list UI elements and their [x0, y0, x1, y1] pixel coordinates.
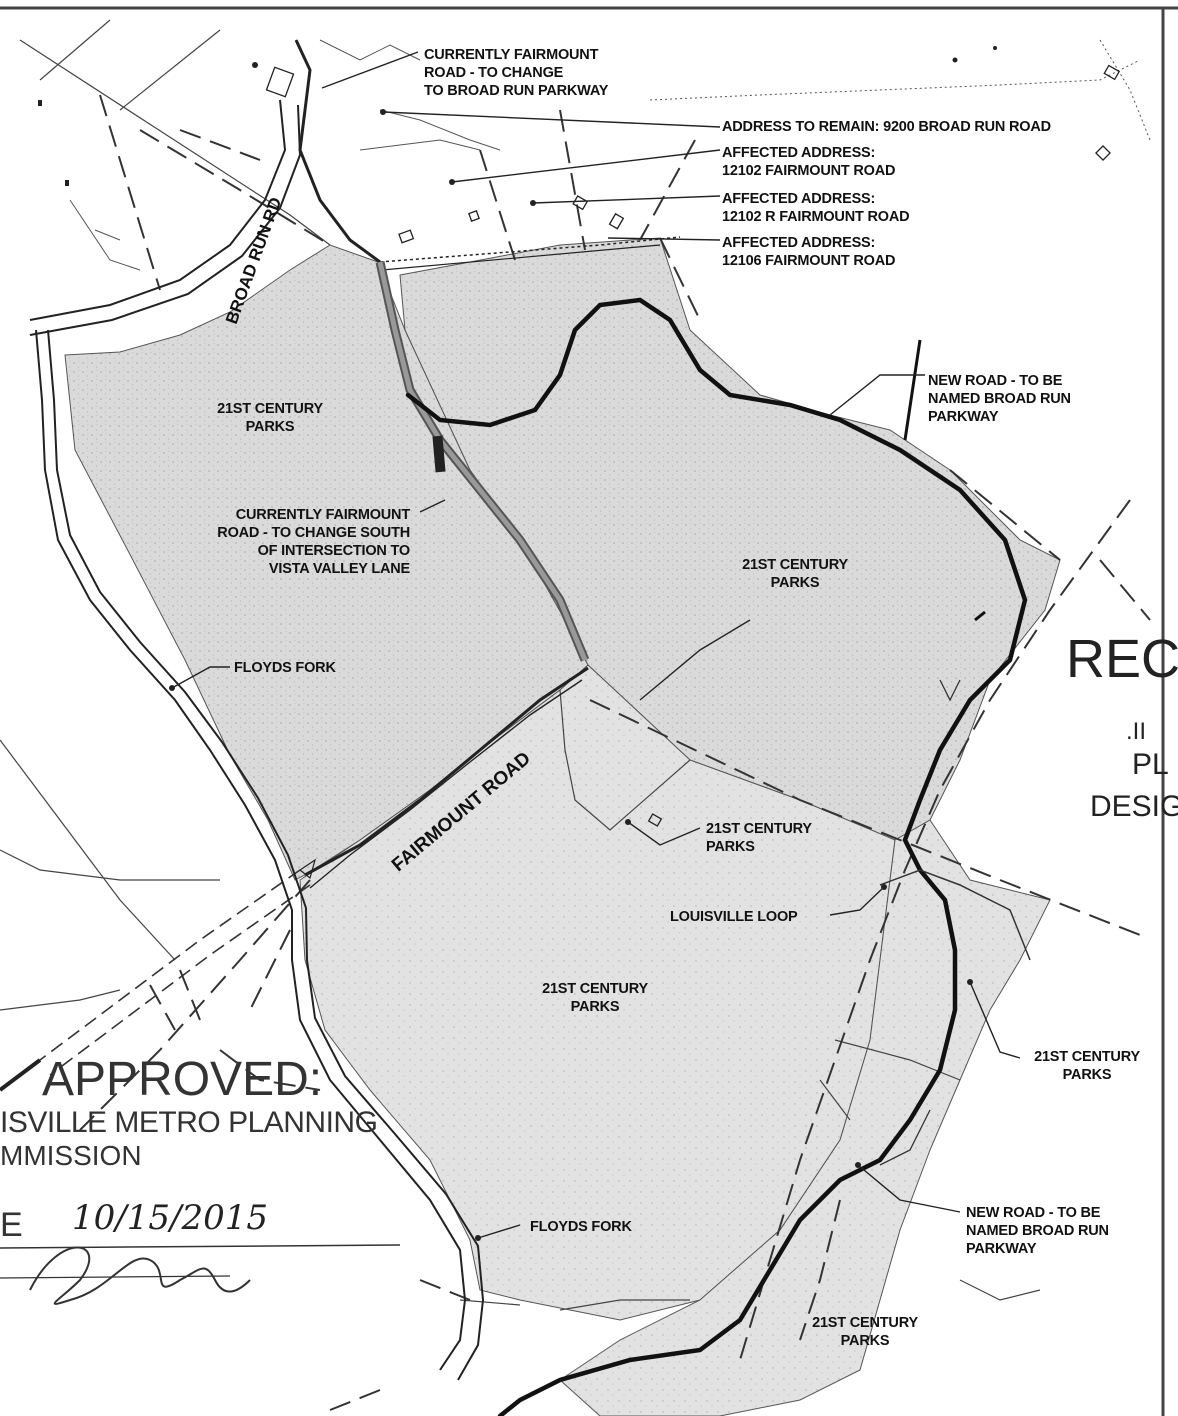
label-parks-bottom: 21ST CENTURY PARKS [812, 1315, 918, 1349]
signature [29, 1246, 251, 1305]
stamp-agency: ISVILLE METRO PLANNING [0, 1106, 378, 1139]
label-parks-nw: 21ST CENTURY PARKS [217, 401, 323, 435]
label-parks-small: 21ST CENTURY PARKS [706, 821, 812, 855]
label-parks-south: 21ST CENTURY PARKS [542, 981, 648, 1015]
label-address-remain: ADDRESS TO REMAIN: 9200 BROAD RUN ROAD [722, 119, 1051, 135]
title-rec: REC [1066, 629, 1178, 689]
fairmount-road-segment [304, 261, 590, 889]
stamp-approved: APPROVED: [42, 1053, 323, 1106]
label-parks-east: 21ST CENTURY PARKS [1034, 1049, 1140, 1083]
label-louisville-loop: LOUISVILLE LOOP [670, 909, 798, 925]
stamp-commission: MMISSION [0, 1140, 142, 1171]
louisville-loop-trail [879, 869, 1031, 961]
title-desig: DESIG [1090, 790, 1178, 823]
title-ii: .II [1126, 718, 1147, 745]
parkland-east [559, 819, 1051, 1416]
sheet-border [0, 6, 1178, 1416]
label-new-road-north: NEW ROAD - TO BE NAMED BROAD RUN PARKWAY [928, 373, 1071, 425]
floyds-fork-river [35, 329, 485, 1381]
label-middle-road-note: CURRENTLY FAIRMOUNT ROAD - TO CHANGE SOU… [217, 507, 410, 577]
label-parks-center: 21ST CENTURY PARKS [742, 557, 848, 591]
label-top-road-note: CURRENTLY FAIRMOUNT ROAD - TO CHANGE TO … [424, 47, 609, 99]
stamp-date-prefix: E [0, 1206, 23, 1244]
label-affected-address-3: AFFECTED ADDRESS: 12106 FAIRMOUNT ROAD [722, 235, 896, 269]
broad-run-road [29, 39, 681, 336]
title-pl: PL [1132, 748, 1169, 781]
new-broad-run-parkway [405, 297, 1028, 1416]
label-floyds-fork-north: FLOYDS FORK [234, 660, 336, 676]
label-floyds-fork-south: FLOYDS FORK [530, 1219, 632, 1235]
parkland-north [399, 237, 1061, 841]
label-affected-address-2: AFFECTED ADDRESS: 12102 R FAIRMOUNT ROAD [722, 191, 910, 225]
label-affected-address-1: AFFECTED ADDRESS: 12102 FAIRMOUNT ROAD [722, 145, 896, 179]
stamp-date: 10/15/2015 [72, 1198, 268, 1238]
label-new-road-south: NEW ROAD - TO BE NAMED BROAD RUN PARKWAY [966, 1205, 1109, 1257]
